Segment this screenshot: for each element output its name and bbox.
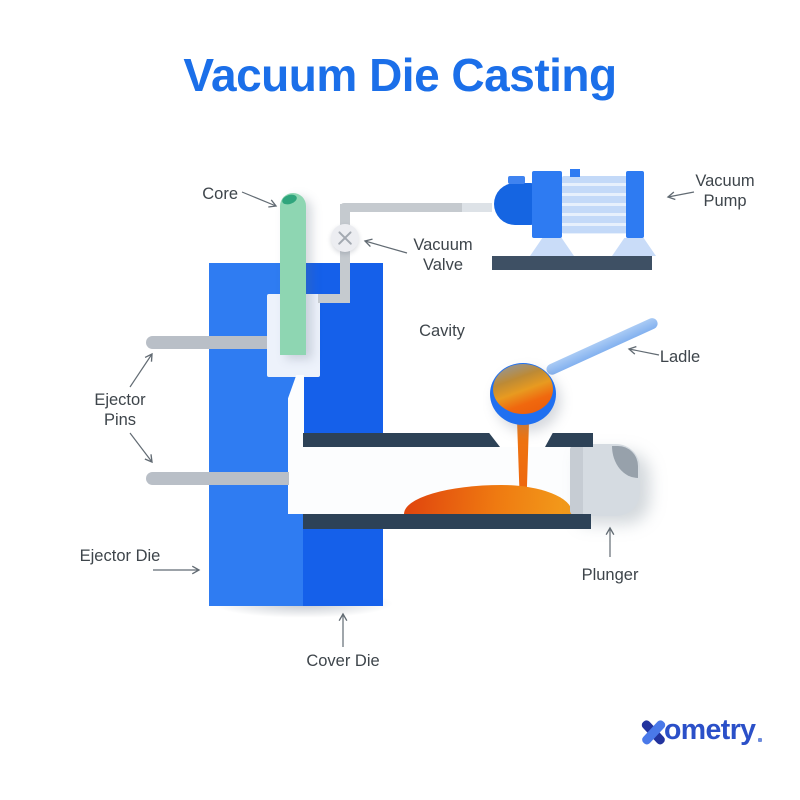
sleeve-wall-top-left <box>303 433 500 447</box>
label-cavity: Cavity <box>419 322 465 340</box>
pump-top-tab <box>508 176 525 184</box>
sleeve-wall-bottom <box>303 514 591 529</box>
vacuum-pipe-horizontal <box>340 203 492 212</box>
pump-top-block <box>570 169 580 177</box>
plunger-edge-shade <box>570 444 583 516</box>
label-plunger: Plunger <box>581 566 639 584</box>
ejector-pin-upper <box>146 336 267 349</box>
pump-motor-cap <box>494 183 534 225</box>
gate-channel <box>288 375 304 448</box>
xometry-wordmark: ometry <box>664 714 756 746</box>
label-vacuum-valve: Vacuum Valve <box>413 236 473 275</box>
core-arrow <box>241 191 278 208</box>
label-vacuum-pump: Vacuum Pump <box>695 172 755 211</box>
pump-cylinder <box>562 176 627 234</box>
label-core: Core <box>202 185 238 203</box>
core-pin <box>280 193 306 355</box>
sleeve-wall-top-right <box>545 433 593 447</box>
label-ejector-pins: Ejector Pins <box>94 391 146 430</box>
vacuum-pipe-elbow <box>318 294 345 303</box>
xometry-logo: X ometry <box>640 714 771 752</box>
ejector-pin-lower <box>146 472 289 485</box>
label-cover-die: Cover Die <box>306 652 380 670</box>
ejector-pins-arrow-lower <box>129 432 153 464</box>
vacuum-valve-icon <box>331 224 359 252</box>
pump-end-cap <box>626 171 644 238</box>
pump-flange <box>532 171 562 238</box>
xometry-trademark-dot <box>758 738 762 742</box>
vacuum-pipe-fitting <box>462 203 492 212</box>
vacuum-pipe-vertical <box>340 204 350 303</box>
pump-foot-left <box>530 238 574 256</box>
label-ladle: Ladle <box>659 348 701 366</box>
plunger-corner-detail <box>612 446 638 478</box>
ladle-cup <box>490 363 556 425</box>
ladle-molten-surface <box>493 364 553 414</box>
page-title: Vacuum Die Casting <box>183 49 617 101</box>
ejector-pins-arrow-upper <box>129 352 153 388</box>
pump-foot-right <box>612 238 656 256</box>
ladle-handle <box>544 316 660 377</box>
plunger-tip <box>570 444 640 516</box>
pump-base <box>492 256 652 270</box>
label-ejector-die: Ejector Die <box>79 547 161 565</box>
